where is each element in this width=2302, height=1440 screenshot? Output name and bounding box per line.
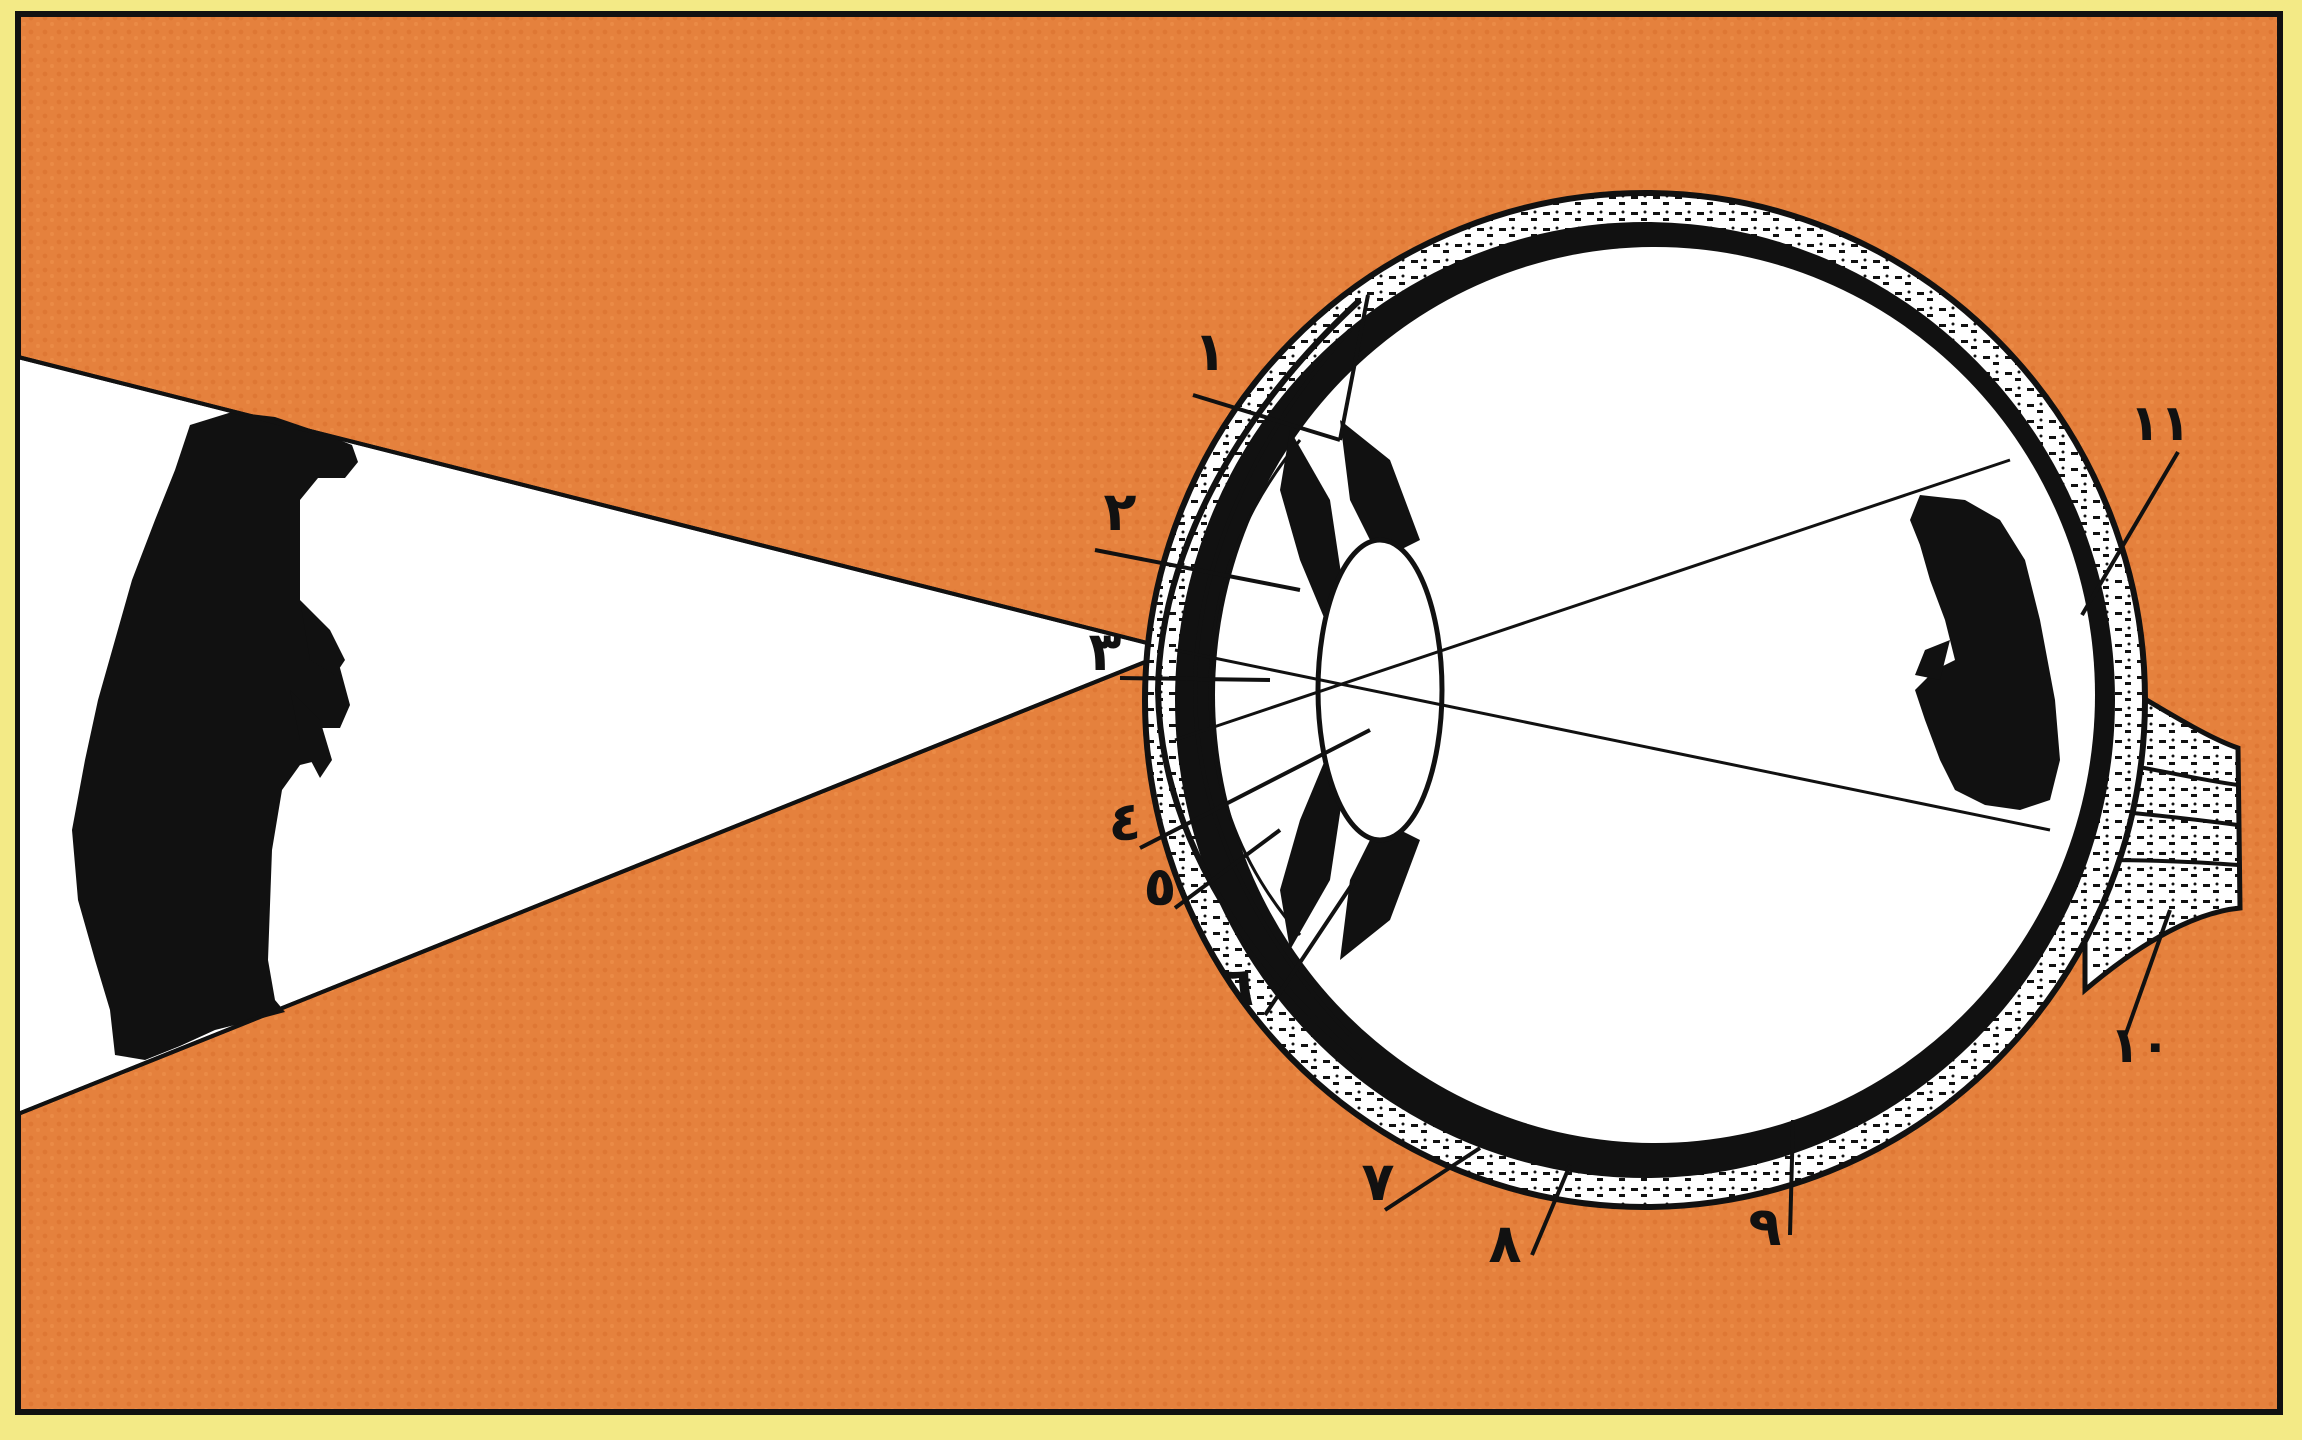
label-7: ٧ (1362, 1150, 1395, 1213)
label-3: ٣ (1089, 620, 1122, 683)
label-8: ٨ (1489, 1212, 1522, 1275)
label-11: ١١ (2129, 394, 2190, 452)
label-6: ٦ (1222, 955, 1255, 1018)
label-1: ١ (1194, 320, 1227, 383)
lens (1318, 540, 1442, 840)
label-2: ٢ (1104, 480, 1137, 543)
label-10: ١٠ (2109, 1016, 2170, 1074)
label-9: ٩ (1749, 1195, 1782, 1258)
label-4: ٤ (1109, 790, 1142, 853)
label-5: ٥ (1144, 855, 1177, 918)
